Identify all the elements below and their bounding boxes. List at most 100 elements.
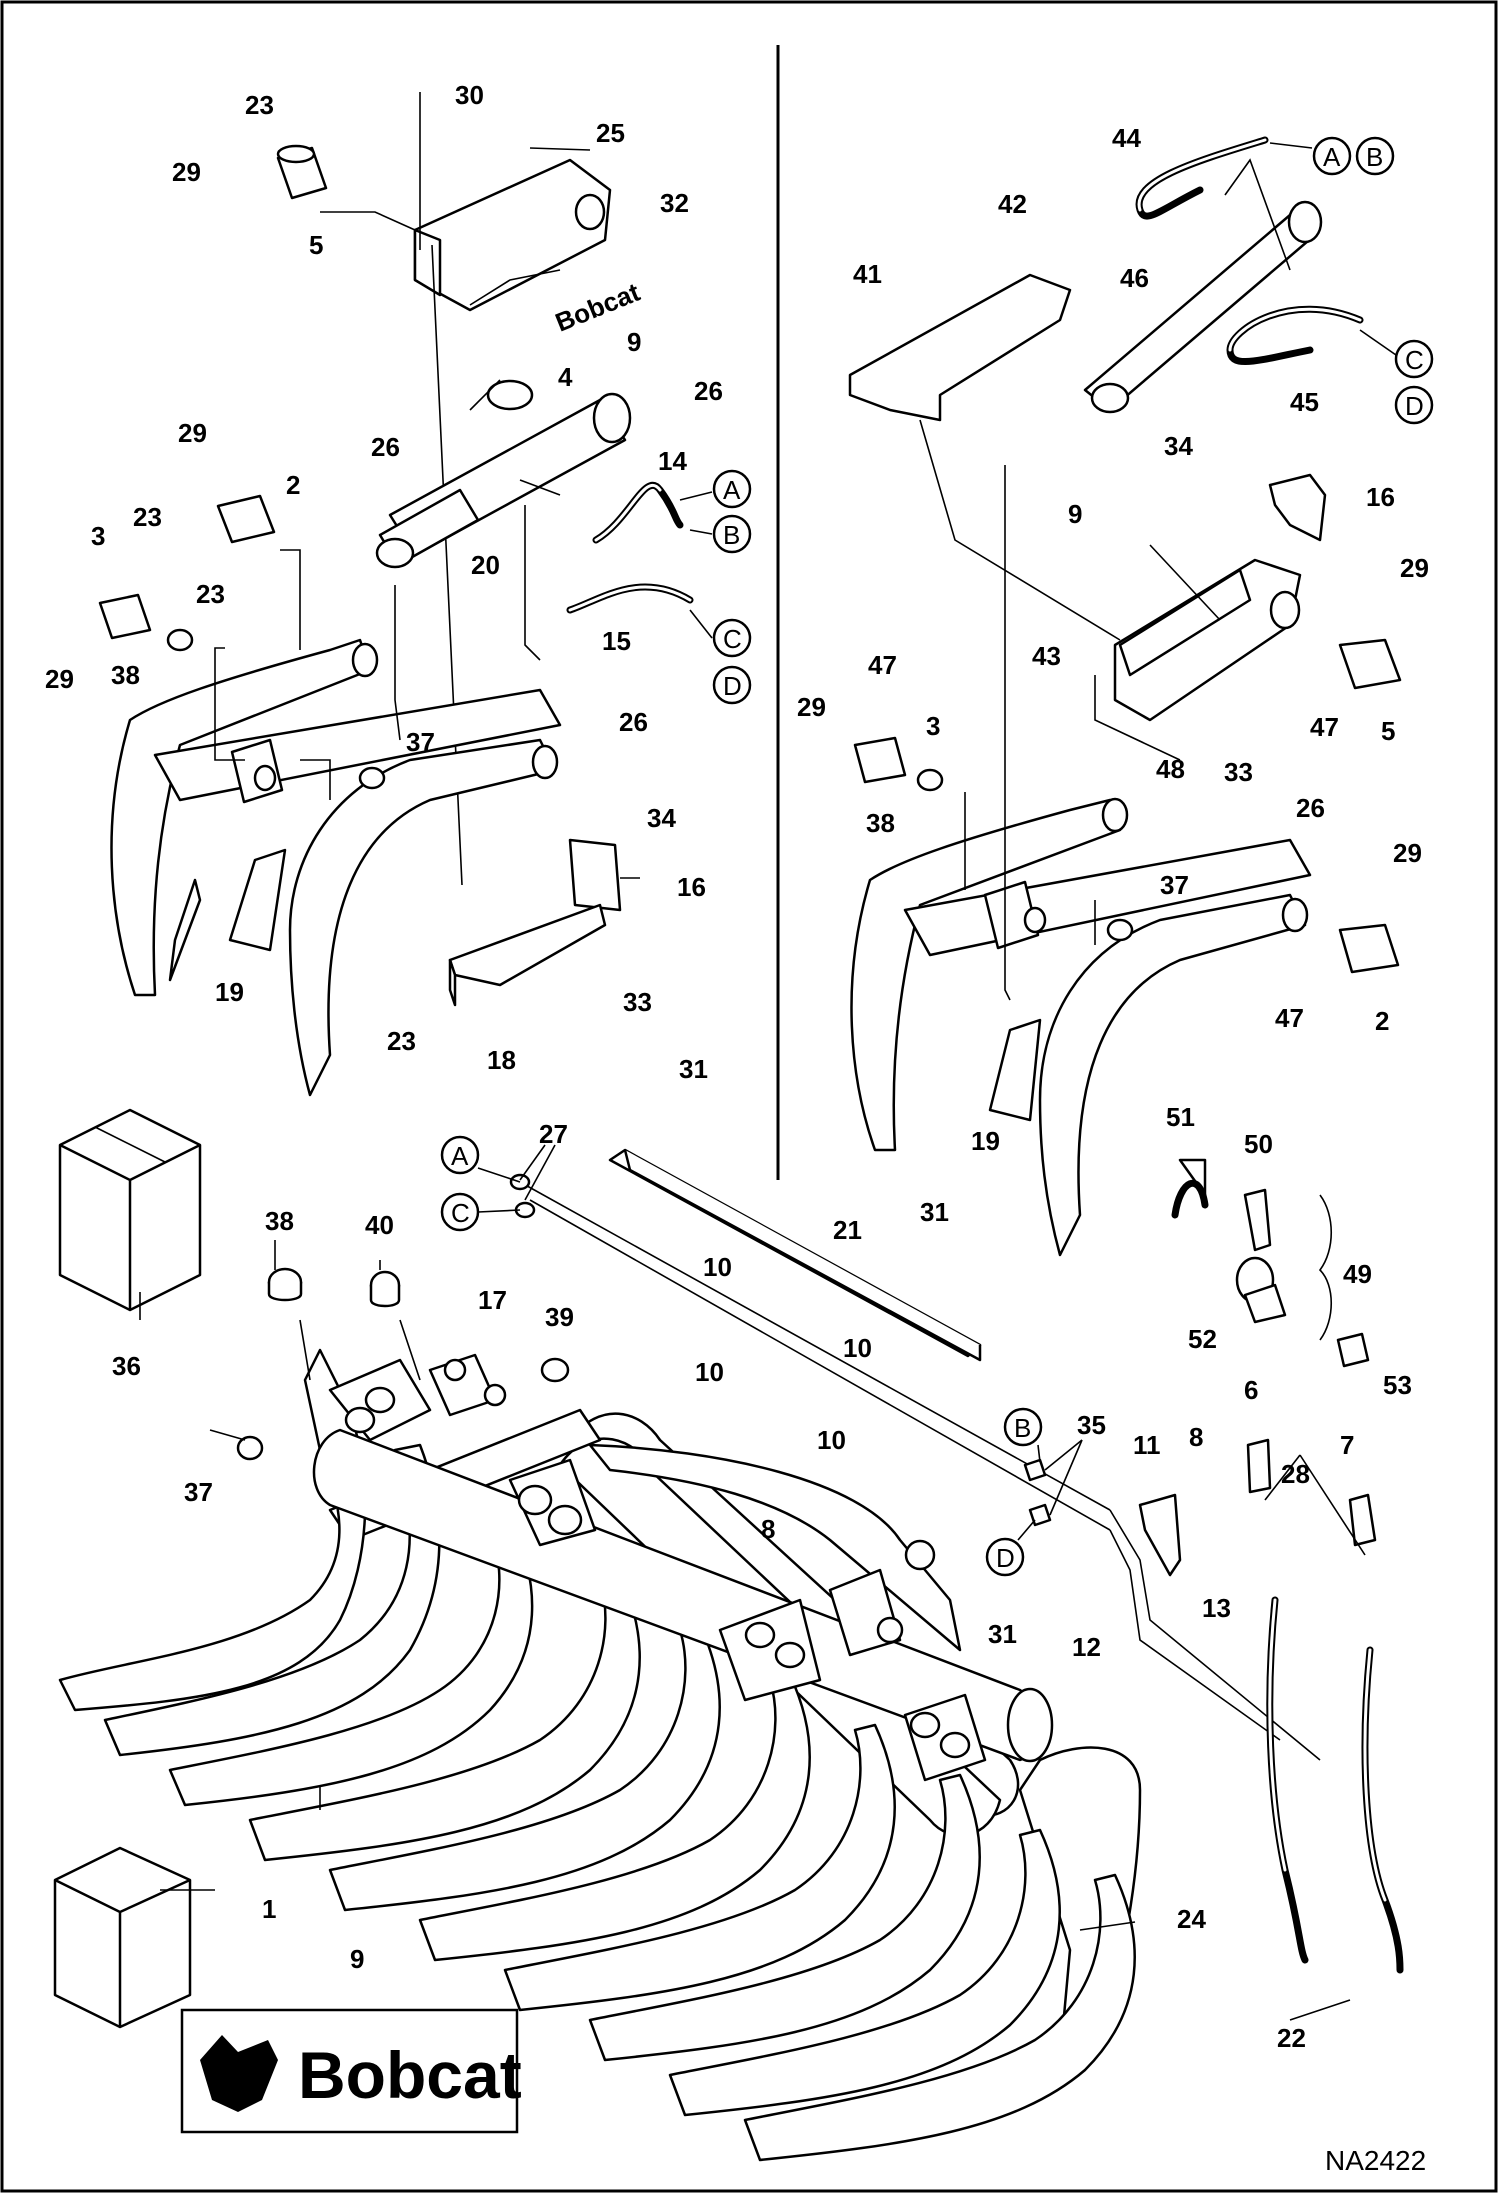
part-label: 42 xyxy=(998,189,1027,219)
port-callout: C xyxy=(723,624,742,654)
port-callout: A xyxy=(723,475,741,505)
part-label: 19 xyxy=(215,977,244,1007)
part-label: 37 xyxy=(406,727,435,757)
port-callout: B xyxy=(723,520,740,550)
port-callout: D xyxy=(1405,391,1424,421)
port-callout: D xyxy=(996,1543,1015,1573)
part-label: 43 xyxy=(1032,641,1061,671)
part-label: 11 xyxy=(1133,1430,1161,1460)
part-label: 5 xyxy=(1381,716,1395,746)
part-label: 49 xyxy=(1343,1259,1372,1289)
callout-leaders xyxy=(477,142,1397,1556)
part-label: 32 xyxy=(660,188,689,218)
part-label: 19 xyxy=(971,1126,1000,1156)
part-label: 2 xyxy=(286,470,300,500)
part-label: 6 xyxy=(1244,1375,1258,1405)
part-label: 33 xyxy=(623,987,652,1017)
part-label: 35 xyxy=(1077,1410,1106,1440)
part-label: 31 xyxy=(920,1197,949,1227)
drawing-code: NA2422 xyxy=(1325,2145,1426,2176)
part-label: 38 xyxy=(265,1206,294,1236)
part-label: 10 xyxy=(817,1425,846,1455)
part-label: 44 xyxy=(1112,123,1141,153)
part-label: 33 xyxy=(1224,757,1253,787)
part-label: 5 xyxy=(309,230,323,260)
part-label: 34 xyxy=(1164,431,1193,461)
part-label: 36 xyxy=(112,1351,141,1381)
part-label: 9 xyxy=(627,327,641,357)
part-label: 23 xyxy=(387,1026,416,1056)
part-label: 29 xyxy=(797,692,826,722)
part-label: 29 xyxy=(172,157,201,187)
part-label: 23 xyxy=(196,579,225,609)
part-label: 37 xyxy=(1160,870,1189,900)
part-label: 38 xyxy=(111,660,140,690)
part-label: 29 xyxy=(1393,838,1422,868)
part-label: 34 xyxy=(647,803,676,833)
port-callout: B xyxy=(1014,1413,1031,1443)
part-label: 47 xyxy=(1275,1003,1304,1033)
port-callout: C xyxy=(451,1198,470,1228)
part-labels: 30 25 23 29 5 32 9 4 26 29 2 26 14 3 23 … xyxy=(45,80,1429,2053)
right-grapple-assembly xyxy=(848,136,1402,1257)
part-label: 13 xyxy=(1202,1593,1231,1623)
part-label: 30 xyxy=(455,80,484,110)
part-label: 23 xyxy=(133,502,162,532)
part-label: 47 xyxy=(1310,712,1339,742)
bucket-assembly xyxy=(53,1108,1404,2162)
part-label: 26 xyxy=(1296,793,1325,823)
part-label: 50 xyxy=(1244,1129,1273,1159)
port-callout: B xyxy=(1366,142,1383,172)
part-label: 29 xyxy=(1400,553,1429,583)
part-label: 1 xyxy=(262,1894,276,1924)
left-grapple-assembly: Bobcat xyxy=(98,92,694,1097)
port-callout: A xyxy=(1323,142,1341,172)
part-label: 47 xyxy=(868,650,897,680)
part-label: 20 xyxy=(471,550,500,580)
part-label: 39 xyxy=(545,1302,574,1332)
part-label: 16 xyxy=(1366,482,1395,512)
part-label: 26 xyxy=(694,376,723,406)
part-label: 29 xyxy=(45,664,74,694)
part-label: 17 xyxy=(478,1285,507,1315)
part-label: 4 xyxy=(558,362,573,392)
part-label: 26 xyxy=(619,707,648,737)
part-label: 40 xyxy=(365,1210,394,1240)
part-label: 3 xyxy=(926,711,940,741)
port-callout: D xyxy=(723,671,742,701)
part-label: 3 xyxy=(91,521,105,551)
part-label: 10 xyxy=(703,1252,732,1282)
part-label: 48 xyxy=(1156,754,1185,784)
part-label: 2 xyxy=(1375,1006,1389,1036)
port-callout: A xyxy=(451,1141,469,1171)
part-label: 10 xyxy=(695,1357,724,1387)
part-label: 24 xyxy=(1177,1904,1206,1934)
part-label: 38 xyxy=(866,808,895,838)
part-label: 8 xyxy=(1189,1422,1203,1452)
part-label: 45 xyxy=(1290,387,1319,417)
port-callout: C xyxy=(1405,345,1424,375)
part-label: 27 xyxy=(539,1119,568,1149)
part-label: 9 xyxy=(350,1944,364,1974)
part-label: 8 xyxy=(761,1514,775,1544)
part-label: 25 xyxy=(596,118,625,148)
part-label: 41 xyxy=(853,259,882,289)
part-label: 7 xyxy=(1340,1430,1354,1460)
part-label: 52 xyxy=(1188,1324,1217,1354)
part-label: 31 xyxy=(679,1054,708,1084)
part-label: 26 xyxy=(371,432,400,462)
part-label: 21 xyxy=(833,1215,862,1245)
part-label: 15 xyxy=(602,626,631,656)
part-label: 46 xyxy=(1120,263,1149,293)
part-label: 18 xyxy=(487,1045,516,1075)
part-label: 16 xyxy=(677,872,706,902)
part-label: 37 xyxy=(184,1477,213,1507)
part-label: 23 xyxy=(245,90,274,120)
part-label: 51 xyxy=(1166,1102,1195,1132)
part-label: 31 xyxy=(988,1619,1017,1649)
part-label: 12 xyxy=(1072,1632,1101,1662)
port-callouts: A B A B C D C D A C B D xyxy=(440,136,1434,1577)
part-label: 10 xyxy=(843,1333,872,1363)
